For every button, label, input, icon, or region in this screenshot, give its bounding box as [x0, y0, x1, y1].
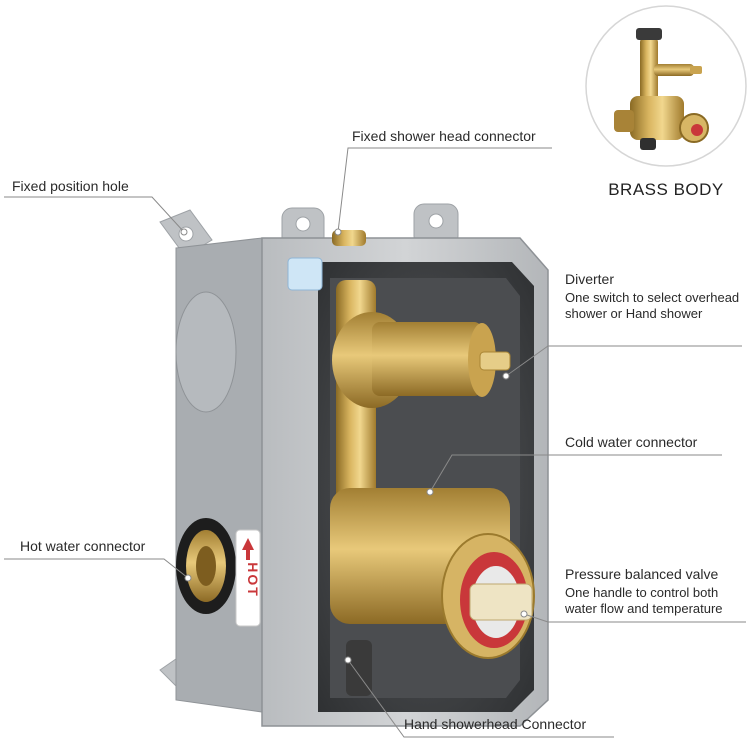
side-knockout-disc — [175, 291, 237, 413]
inset-brass-pin — [690, 66, 702, 74]
inset-brass-left-port — [614, 110, 634, 132]
hot-label: HOT — [245, 562, 261, 598]
label-hand-showerhead: Hand showerhead Connector — [404, 716, 587, 732]
inset-brass-side-arm — [654, 64, 694, 76]
leader-fixed-shower-head — [337, 147, 552, 233]
label-pressure-valve: Pressure balanced valve — [565, 566, 719, 582]
brass-internals — [330, 230, 535, 696]
dot-fixed-shower-head — [334, 228, 342, 236]
dot-diverter — [502, 372, 510, 380]
label-fixed-shower-head: Fixed shower head connector — [352, 128, 536, 144]
callout-leaders — [4, 147, 746, 738]
inset-caption: BRASS BODY — [608, 180, 724, 199]
inset-circle — [585, 5, 747, 167]
leader-cold-water — [429, 454, 722, 493]
label-fixed-position-hole: Fixed position hole — [12, 178, 129, 194]
diverter-body — [372, 322, 482, 396]
label-hot-water: Hot water connector — [20, 538, 146, 554]
callout-dots — [180, 228, 528, 664]
inset-brass-valve-red — [691, 124, 703, 136]
mounting-ear-top-right — [413, 203, 459, 247]
hot-arrow — [242, 538, 254, 560]
label-cold-water: Cold water connector — [565, 434, 698, 450]
dot-hand-showerhead — [344, 656, 352, 664]
leader-pressure-valve — [523, 613, 746, 623]
inset-brass-bottom-port — [640, 138, 656, 150]
brass-body-inset — [585, 5, 747, 167]
hot-water-port — [176, 518, 236, 614]
dot-pressure-valve — [520, 610, 528, 618]
dot-cold-water — [426, 488, 434, 496]
label-diverter: Diverter — [565, 271, 615, 287]
leader-hot-water — [4, 558, 189, 579]
diverter-spindle — [479, 351, 511, 371]
leader-hand-showerhead — [347, 659, 614, 738]
blue-seal-strip — [287, 257, 323, 291]
desc-diverter: One switch to select overhead shower or … — [565, 290, 740, 321]
dot-fixed-position-hole — [180, 228, 188, 236]
leader-fixed-position-hole — [4, 196, 185, 233]
bottom-outlet — [346, 640, 372, 696]
valve-handle-stem — [469, 583, 533, 621]
hot-marking-plate — [235, 529, 261, 627]
inset-brass-lower-body — [630, 96, 684, 140]
leader-diverter — [505, 345, 742, 377]
inset-brass-cap — [636, 28, 662, 40]
inset-brass-stem — [640, 38, 658, 108]
dot-hot-water — [184, 574, 192, 582]
desc-pressure-valve: One handle to control both water flow an… — [565, 585, 723, 616]
